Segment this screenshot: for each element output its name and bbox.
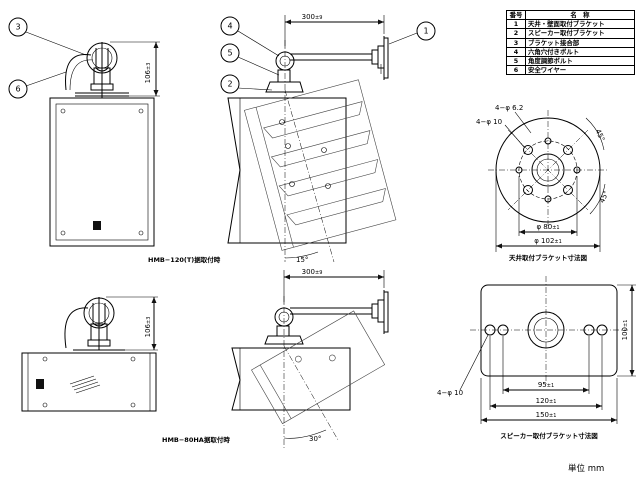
- part-name: 角度調節ボルト: [525, 56, 635, 67]
- svg-text:1: 1: [423, 27, 428, 36]
- h100-label: 100±1: [621, 320, 629, 341]
- callout-6: 6: [8, 71, 67, 99]
- header-number: 番号: [506, 9, 526, 21]
- unit-label: 単位 mm: [568, 464, 605, 474]
- hmb80ha-front-view: [21, 296, 158, 412]
- part-name: 六角穴付きボルト: [525, 46, 635, 58]
- arm-top-dim: 300±9: [302, 13, 323, 21]
- svg-text:2: 2: [227, 80, 232, 89]
- w95-label: 95±1: [538, 381, 554, 389]
- part-number: 2: [506, 28, 526, 39]
- angle-15-label: 15°: [296, 256, 308, 264]
- hole-4-62-label: 4−φ 6.2: [495, 104, 523, 112]
- phi-102-label: φ 102±1: [534, 237, 562, 245]
- w150-label: 150±1: [536, 411, 557, 419]
- svg-text:4: 4: [227, 22, 232, 31]
- caption-ceiling-bracket: 天井取付ブラケット寸法図: [509, 253, 588, 262]
- parts-table-header: 番号 名 称: [506, 9, 635, 21]
- part-name: ブラケット接合部: [525, 37, 635, 48]
- phi-80-label: φ 80±1: [536, 223, 559, 231]
- part-number: 1: [506, 19, 526, 30]
- speaker-bracket-view: [459, 276, 636, 424]
- callout-2: 2: [220, 74, 273, 94]
- hole-4-10a-label: 4−φ 10: [476, 118, 502, 126]
- height-top-label: 106±3: [144, 63, 152, 84]
- hmb120-front-view: [49, 41, 160, 247]
- part-name: スピーカー取付ブラケット: [525, 28, 635, 39]
- grille-pattern: [69, 375, 101, 394]
- part-name: 安全ワイヤー: [525, 65, 635, 76]
- hole-4-10b-label: 4−φ 10: [437, 389, 463, 397]
- callout-4: 4: [220, 16, 280, 57]
- angle-45a-label: 45°: [594, 128, 607, 143]
- part-number: 6: [506, 65, 526, 76]
- arm-bottom-dim: 300±9: [302, 268, 323, 276]
- caption-speaker-bracket: スピーカー取付ブラケット寸法図: [500, 431, 598, 440]
- header-name: 名 称: [525, 9, 635, 21]
- ceiling-bracket-view: [488, 110, 608, 252]
- w120-label: 120±1: [536, 397, 557, 405]
- part-number: 3: [506, 37, 526, 48]
- callout-3: 3: [8, 17, 87, 56]
- part-number: 5: [506, 56, 526, 67]
- svg-text:6: 6: [15, 85, 20, 94]
- part-number: 4: [506, 46, 526, 58]
- hmb120-side-view: [227, 15, 397, 263]
- caption-hmb80ha: HMB−80HA据取付時: [162, 435, 230, 444]
- svg-text:5: 5: [227, 49, 232, 58]
- height-bottom-label: 106±3: [144, 317, 152, 338]
- svg-text:3: 3: [15, 23, 20, 32]
- part-name: 天井・壁面取付ブラケット: [525, 19, 635, 30]
- angle-30-label: 30°: [309, 435, 321, 443]
- caption-hmb120: HMB−120(T)据取付時: [148, 255, 221, 264]
- callout-5: 5: [220, 43, 280, 76]
- hmb80ha-side-view: [231, 270, 389, 450]
- callout-1: 1: [388, 21, 436, 45]
